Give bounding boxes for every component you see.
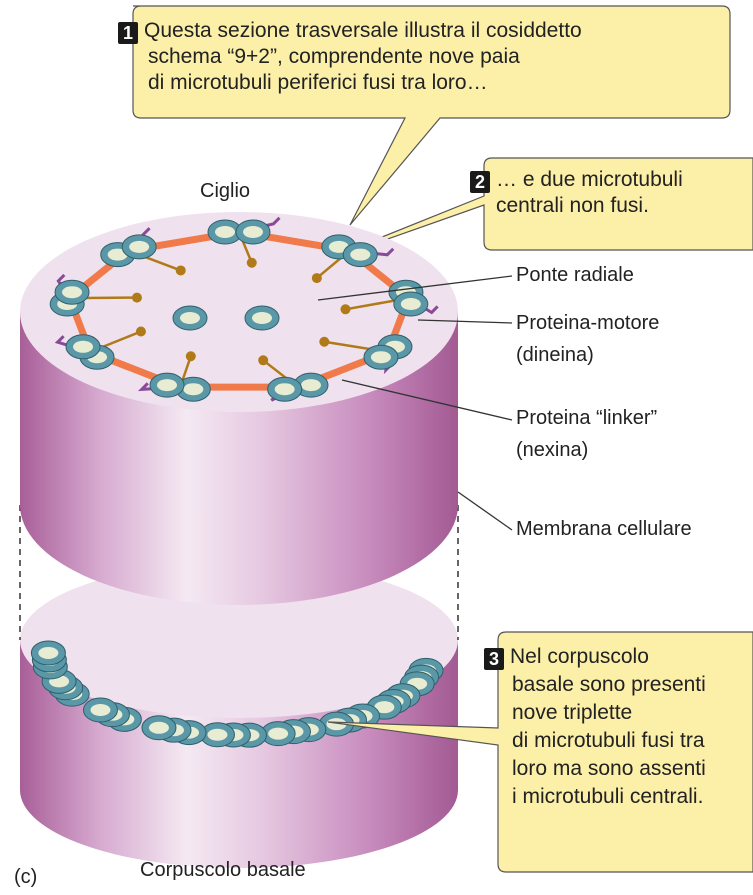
callout-1-number: 1	[118, 22, 138, 44]
callout-2-line-2: centrali non fusi.	[470, 193, 683, 219]
label-nexina: (nexina)	[516, 437, 588, 463]
callout-3-line-2: basale sono presenti	[484, 671, 706, 699]
callout-1-text: 1 Questa sezione trasversale illustra il …	[118, 18, 582, 96]
label-ciglio: Ciglio	[200, 178, 250, 204]
label-proteina-motore: Proteina-motore	[516, 310, 659, 336]
label-corpuscolo-basale: Corpuscolo basale	[140, 857, 306, 883]
callout-3-text: 3 Nel corpuscolo basale sono presenti nov…	[484, 643, 706, 811]
label-membrana: Membrana cellulare	[516, 516, 692, 542]
doublet-tubule-b	[343, 243, 377, 267]
radial-spoke-head	[247, 258, 257, 268]
doublet-tubule-b	[122, 235, 156, 259]
doublet-tubule-b	[268, 377, 302, 401]
doublet-tubule-b	[150, 373, 184, 397]
label-proteina-linker: Proteina “linker”	[516, 405, 657, 431]
callout-2-line-1: 2 … e due microtubuli	[470, 167, 683, 193]
callout-1-line-1: 1 Questa sezione trasversale illustra il …	[118, 18, 582, 44]
callout-3-line-4: di microtubuli fusi tra	[484, 727, 706, 755]
callout-3-line-3: nove triplette	[484, 699, 706, 727]
callout-3-number: 3	[484, 648, 504, 670]
label-panel-c: (c)	[14, 864, 37, 890]
cilium-top	[20, 212, 458, 412]
callout-1-line-2: schema “9+2”, comprendente nove paia	[118, 44, 582, 70]
radial-spoke-head	[186, 351, 196, 361]
callout-3-line-1: 3 Nel corpuscolo	[484, 643, 706, 671]
radial-spoke-head	[340, 304, 350, 314]
label-dineina: (dineina)	[516, 342, 594, 368]
doublet-tubule-b	[66, 335, 100, 359]
basal-body	[20, 562, 458, 868]
doublet-tubule-b	[364, 345, 398, 369]
radial-spoke-head	[319, 337, 329, 347]
doublet-tubule-b	[394, 292, 428, 316]
radial-spoke-head	[136, 326, 146, 336]
radial-spoke-head	[312, 273, 322, 283]
central-tubule	[245, 306, 279, 330]
callout-2-text: 2 … e due microtubuli centrali non fusi.	[470, 167, 683, 219]
triplet-tubule	[31, 641, 65, 665]
callout-3-line-5: loro ma sono assenti	[484, 755, 706, 783]
triplet-tubule	[142, 716, 176, 740]
callout-3-line-1-text: Nel corpuscolo	[510, 645, 649, 668]
callout-2-number: 2	[470, 171, 490, 193]
leader-membrana	[458, 492, 512, 530]
radial-spoke-head	[132, 293, 142, 303]
callout-3-line-6: i microtubuli centrali.	[484, 783, 706, 811]
cilium	[20, 212, 458, 605]
radial-spoke-head	[258, 355, 268, 365]
callout-1-line-1-text: Questa sezione trasversale illustra il c…	[144, 19, 582, 42]
label-ponte-radiale: Ponte radiale	[516, 262, 634, 288]
callout-1-line-3: di microtubuli periferici fusi tra loro…	[118, 70, 582, 96]
triplet-tubule	[83, 698, 117, 722]
radial-spoke-head	[176, 265, 186, 275]
doublet-tubule-b	[55, 280, 89, 304]
central-tubule	[173, 306, 207, 330]
callout-2-line-1-text: … e due microtubuli	[496, 168, 683, 191]
doublet-tubule-b	[236, 220, 270, 244]
